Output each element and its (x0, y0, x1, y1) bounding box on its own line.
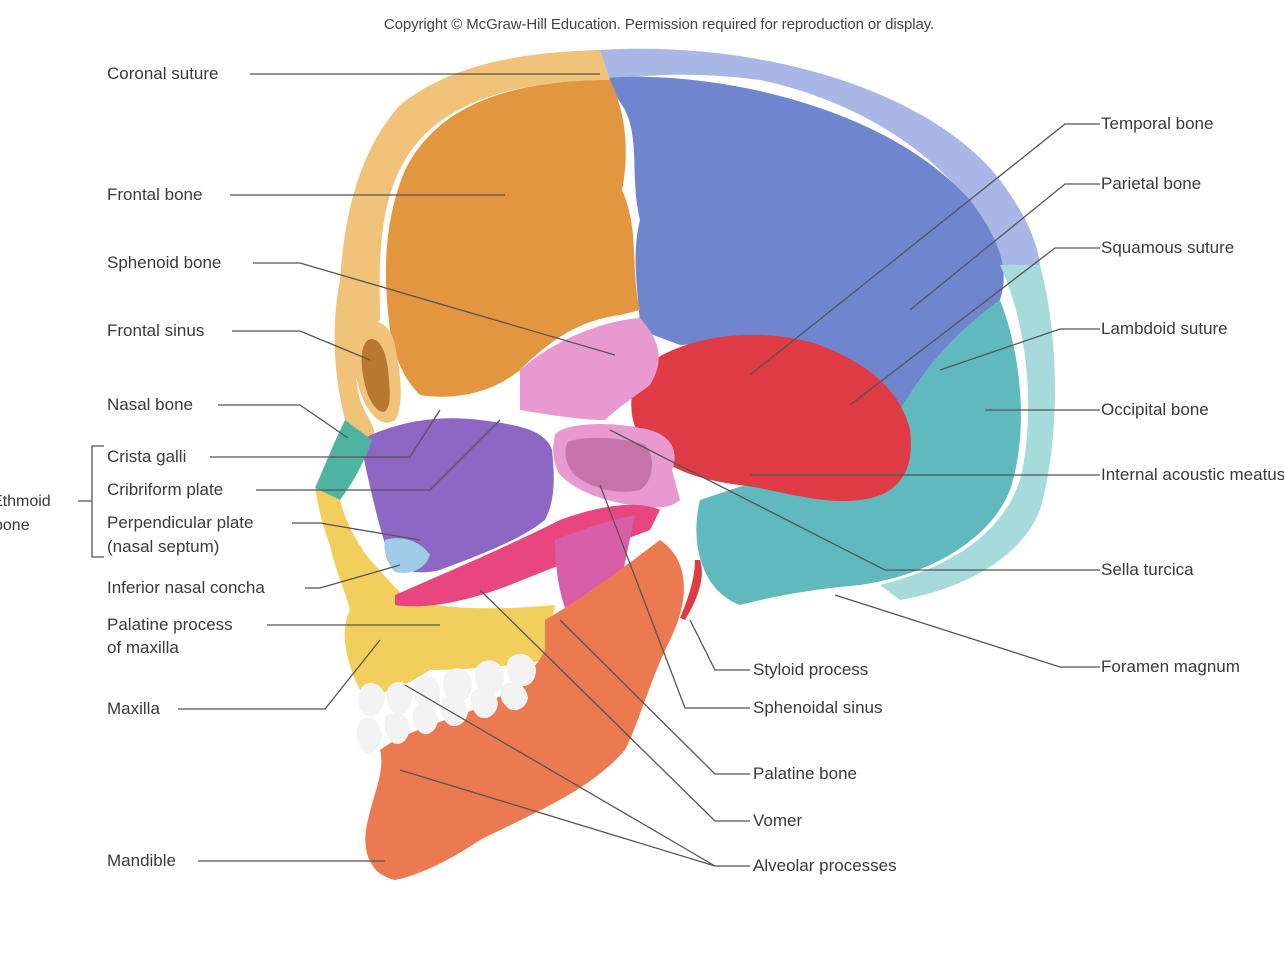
label-ethmoid: Ethmoid (0, 493, 51, 510)
leader-maxilla (178, 639, 381, 710)
ethmoid-bracket (78, 445, 104, 558)
teeth-lower (356, 682, 528, 754)
leader-sphenoid-bone (253, 262, 616, 356)
label-maxilla: Maxilla (107, 699, 160, 718)
leader-palatine-bone (559, 619, 750, 775)
label-frontal-bone: Frontal bone (107, 185, 203, 204)
label-sphenoid-bone: Sphenoid bone (107, 253, 222, 272)
sphenoid-bone-shape (520, 318, 659, 420)
leader-sella-turcica (609, 429, 1100, 571)
parietal-bone-shape (605, 76, 1004, 420)
label-sphenoidal-sinus: Sphenoidal sinus (753, 698, 883, 717)
frontal-rim (334, 50, 610, 440)
label-of-maxilla: of maxilla (107, 638, 179, 657)
label-coronal-suture: Coronal suture (107, 64, 219, 83)
temporal-bone-shape (631, 334, 911, 502)
label-palatine-bone: Palatine bone (753, 764, 857, 783)
leader-inferior-concha (305, 564, 401, 589)
label-styloid-process: Styloid process (753, 660, 869, 679)
styloid-shape (680, 560, 702, 620)
label-palatine-process: Palatine process (107, 615, 233, 634)
label-occipital-bone: Occipital bone (1101, 400, 1209, 419)
maxilla-shape (315, 488, 555, 694)
leader-frontal-sinus (232, 330, 371, 361)
leader-sphenoidal-sinus (599, 484, 750, 709)
leader-squamous-suture (849, 247, 1100, 406)
leader-cribriform-plate (256, 419, 501, 491)
concha-shape (384, 538, 430, 573)
label-foramen-magnum: Foramen magnum (1101, 657, 1240, 676)
leader-crista-galli (210, 409, 441, 458)
frontal-bone-shape (385, 80, 640, 397)
label-cribriform-plate: Cribriform plate (107, 480, 224, 499)
leader-nasal-bone (218, 404, 349, 439)
label-nasal-septum: (nasal septum) (107, 537, 220, 556)
leader-parietal-bone (909, 183, 1100, 311)
label-vomer: Vomer (753, 811, 803, 830)
leader-temporal-bone (749, 123, 1100, 376)
label-mandible: Mandible (107, 851, 176, 870)
copyright-notice: Copyright © McGraw-Hill Education. Permi… (383, 16, 935, 33)
mandible-shape (365, 540, 684, 880)
leader-alveolar-2 (404, 684, 716, 867)
leader-lambdoid-suture (939, 328, 1100, 371)
label-sella-turcica: Sella turcica (1101, 560, 1194, 579)
leader-foramen-magnum (834, 594, 1100, 668)
label-ethmoid-bone: bone (0, 517, 30, 534)
label-internal-acoustic-meatus: Internal acoustic meatus (1101, 465, 1284, 484)
label-squamous-suture: Squamous suture (1101, 238, 1235, 257)
label-lambdoid-suture: Lambdoid suture (1101, 319, 1228, 338)
label-nasal-bone: Nasal bone (107, 395, 194, 414)
label-alveolar-processes: Alveolar processes (753, 856, 897, 875)
nasal-bone-shape (315, 420, 372, 500)
teeth-upper (358, 654, 536, 717)
leader-lines (178, 73, 1100, 867)
label-inferior-nasal-concha: Inferior nasal concha (107, 578, 265, 597)
leader-perpendicular-plate (292, 522, 421, 541)
leader-styloid-process (689, 619, 750, 671)
occipital-rim (880, 265, 1055, 600)
label-perpendicular-plate: Perpendicular plate (107, 513, 254, 532)
label-frontal-sinus: Frontal sinus (107, 321, 205, 340)
label-parietal-bone: Parietal bone (1101, 174, 1202, 193)
label-temporal-bone: Temporal bone (1101, 114, 1214, 133)
leader-vomer (479, 589, 750, 822)
label-crista-galli: Crista galli (107, 447, 187, 466)
